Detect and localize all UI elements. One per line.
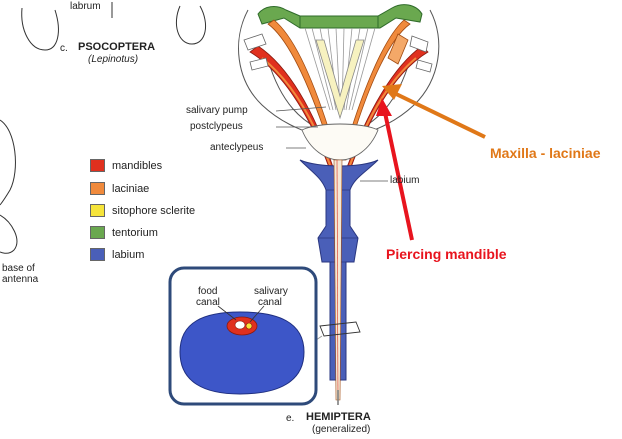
base-of-antenna-line2: antenna — [2, 274, 39, 285]
legend-item-tentorium: tentorium — [90, 226, 158, 239]
panel-c-order: PSOCOPTERA — [78, 41, 156, 53]
legend-swatch — [90, 226, 105, 239]
panel-e-order: HEMIPTERA — [306, 411, 371, 423]
labium — [299, 159, 379, 405]
food-canal-label-line1: food — [198, 286, 218, 297]
label-leaders — [275, 106, 388, 182]
legend-label: laciniae — [112, 182, 150, 195]
section-marker — [319, 321, 361, 337]
cross-section-inset — [168, 266, 318, 406]
legend-item-laciniae: laciniae — [90, 182, 149, 195]
psocoptera-sketch — [0, 2, 207, 254]
base-of-antenna-line1: base of — [2, 263, 35, 274]
head-capsule — [238, 9, 440, 136]
legend-item-labium: labium — [90, 248, 144, 261]
salivary-pump-label: salivary pump — [186, 105, 248, 116]
maxilla-laciniae-callout: Maxilla - laciniae — [490, 145, 601, 161]
salivary-canal-label-line2: canal — [258, 297, 282, 308]
legend-item-sitophore: sitophore sclerite — [90, 204, 195, 217]
labrum-label: labrum — [70, 1, 101, 12]
anteclypeus-label: anteclypeus — [210, 142, 264, 153]
postclypeus-label: postclypeus — [190, 121, 243, 132]
legend-swatch — [90, 159, 105, 172]
legend-swatch — [90, 204, 105, 217]
legend-label: labium — [112, 248, 145, 261]
panel-c-letter: c. — [60, 43, 68, 54]
legend-label: sitophore sclerite — [112, 204, 196, 217]
tentorium — [257, 4, 423, 29]
clypeus — [301, 123, 379, 161]
legend-swatch — [90, 182, 105, 195]
food-canal-label-line2: canal — [196, 297, 220, 308]
legend-swatch — [90, 248, 105, 261]
panel-e-subtitle: (generalized) — [312, 424, 371, 435]
panel-e-letter: e. — [286, 413, 295, 424]
sitophore-sclerite — [315, 39, 365, 120]
legend-item-mandibles: mandibles — [90, 159, 162, 172]
callout-arrows — [376, 84, 486, 241]
labium-label: labium — [390, 175, 420, 186]
legend-label: tentorium — [112, 226, 158, 239]
muscle-stubs — [243, 33, 433, 73]
legend-label: mandibles — [112, 159, 163, 172]
panel-c-genus: (Lepinotus) — [88, 54, 139, 65]
piercing-mandible-callout: Piercing mandible — [386, 246, 507, 262]
salivary-canal-label-line1: salivary — [254, 286, 288, 297]
